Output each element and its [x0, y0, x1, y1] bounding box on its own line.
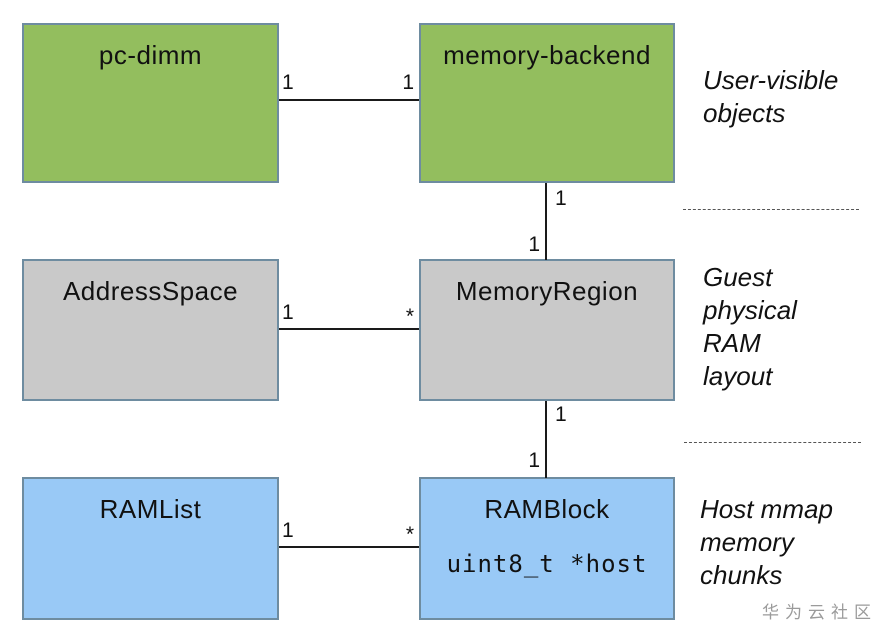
connector-memoryregion-ramblock	[545, 401, 547, 478]
multiplicity-memorybackend-end: 1	[402, 71, 414, 94]
multiplicity-addressspace-end: 1	[282, 301, 294, 324]
multiplicity-memoryregion-bottom-end: 1	[555, 403, 567, 426]
node-pc-dimm-label: pc-dimm	[98, 40, 203, 70]
node-ramlist: RAMList	[22, 477, 279, 620]
section-separator-top	[683, 209, 859, 210]
annotation-guest-physical-ram-layout: Guest physical RAM layout	[703, 262, 797, 391]
node-ramblock: RAMBlock uint8_t *host	[419, 477, 675, 620]
multiplicity-ramblock-side-end: *	[405, 523, 414, 546]
node-memoryregion: MemoryRegion	[419, 259, 675, 401]
multiplicity-memorybackend-bottom-end: 1	[555, 187, 567, 210]
node-ramblock-field: uint8_t *host	[446, 550, 648, 578]
node-addressspace-label: AddressSpace	[62, 276, 239, 306]
node-memory-backend: memory-backend	[419, 23, 675, 183]
multiplicity-ramlist-end: 1	[282, 519, 294, 542]
multiplicity-ramblock-top-end: 1	[528, 449, 540, 472]
connector-ramlist-ramblock	[279, 546, 419, 548]
node-addressspace: AddressSpace	[22, 259, 279, 401]
annotation-host-mmap-memory-chunks: Host mmap memory chunks	[700, 494, 833, 590]
node-memoryregion-label: MemoryRegion	[455, 276, 639, 306]
node-memory-backend-label: memory-backend	[443, 40, 651, 70]
node-ramlist-label: RAMList	[99, 494, 202, 524]
node-pc-dimm: pc-dimm	[22, 23, 279, 183]
multiplicity-memoryregion-side-end: *	[405, 305, 414, 328]
huawei-cloud-community-watermark: 华为云社区	[762, 603, 877, 622]
multiplicity-pcdimm-end: 1	[282, 71, 294, 94]
node-ramblock-label: RAMBlock	[484, 494, 610, 524]
multiplicity-memoryregion-top-end: 1	[528, 233, 540, 256]
annotation-user-visible-objects: User-visible objects	[703, 65, 839, 128]
connector-memorybackend-memoryregion	[545, 183, 547, 260]
connector-pcdimm-memorybackend	[279, 99, 419, 101]
section-separator-bottom	[684, 442, 861, 443]
connector-addressspace-memoryregion	[279, 328, 419, 330]
